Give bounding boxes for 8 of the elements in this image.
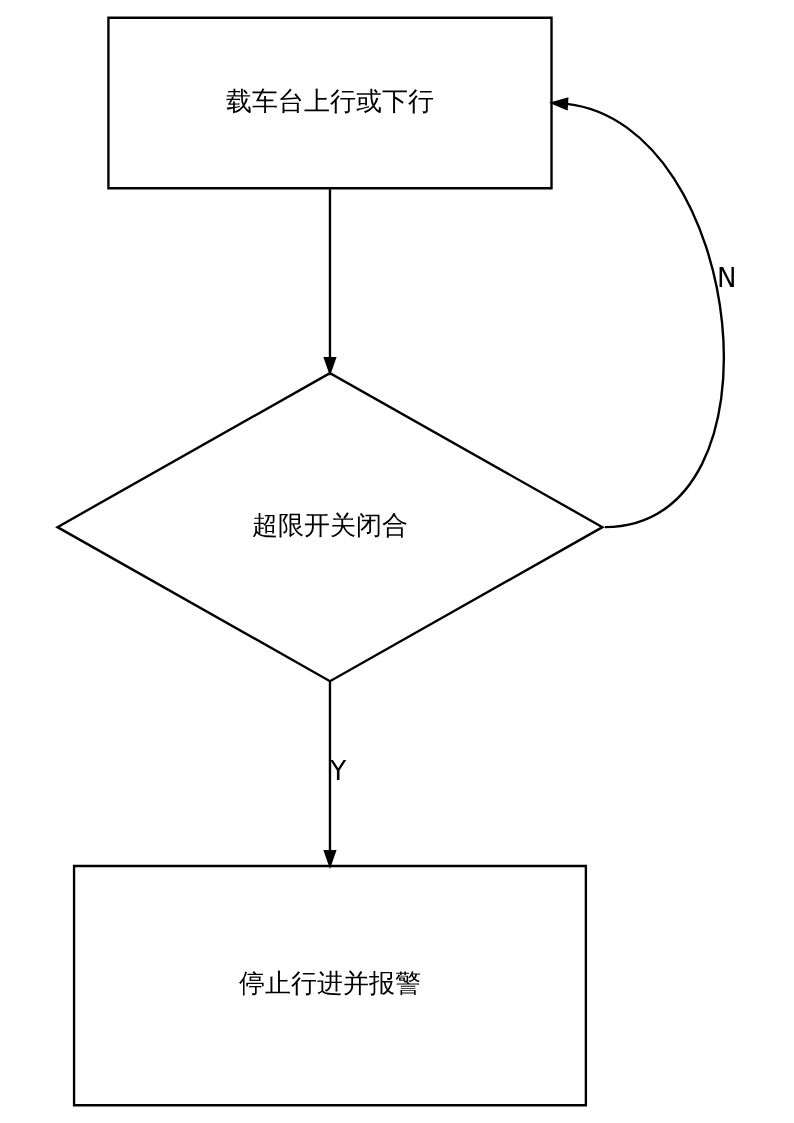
node-box: 停止行进并报警 <box>72 864 587 1107</box>
node-box: 载车台上行或下行 <box>106 16 553 190</box>
arrow <box>548 97 725 529</box>
arrow <box>322 189 337 376</box>
node-diamond: 超限开关闭合 <box>54 371 605 683</box>
edge-label: Y <box>329 756 346 787</box>
arrow <box>322 681 337 869</box>
edge-label: N <box>716 263 737 294</box>
